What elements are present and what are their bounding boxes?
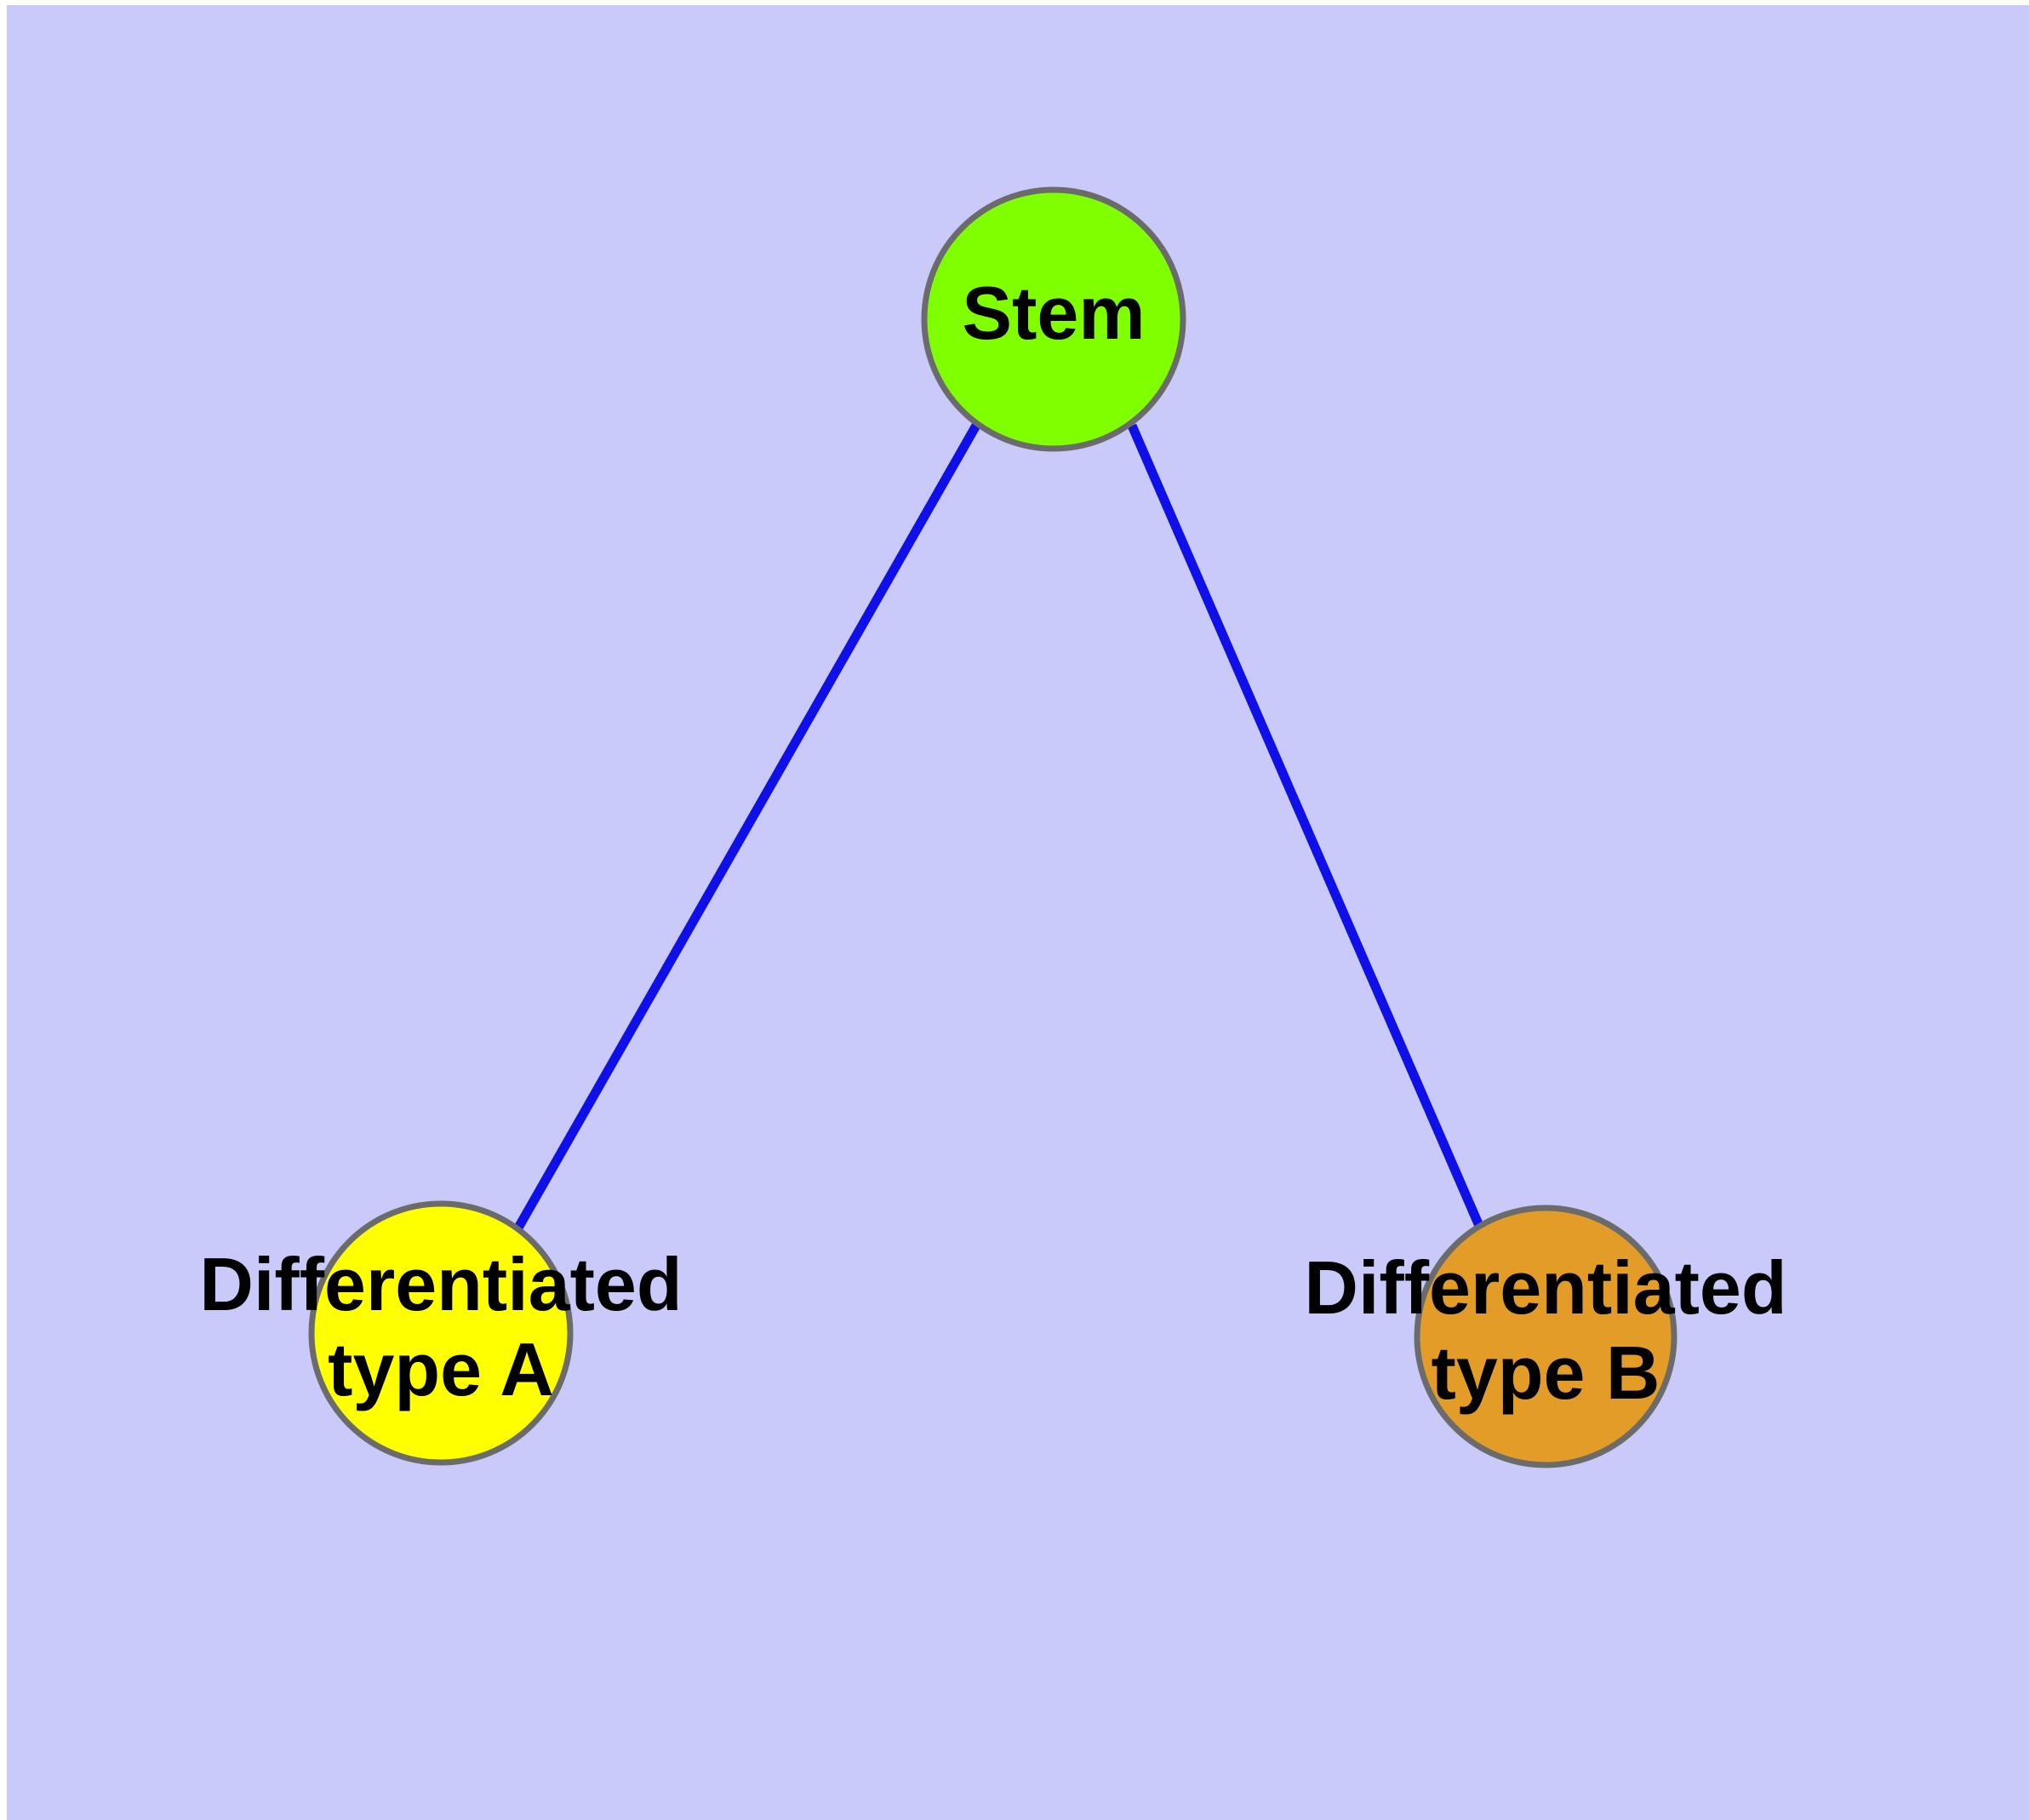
node-stem[interactable]: Stem (921, 186, 1186, 452)
node-label-stem: Stem (962, 271, 1145, 355)
edge-stem-to-differentiated-type-a[interactable] (513, 421, 981, 1232)
edge-group (513, 421, 1484, 1232)
node-circle-differentiated-type-a[interactable] (308, 1200, 574, 1466)
node-circle-differentiated-type-b[interactable] (1414, 1205, 1677, 1468)
node-circle-stem[interactable] (921, 186, 1186, 452)
edge-stem-to-differentiated-type-b[interactable] (1127, 423, 1484, 1228)
